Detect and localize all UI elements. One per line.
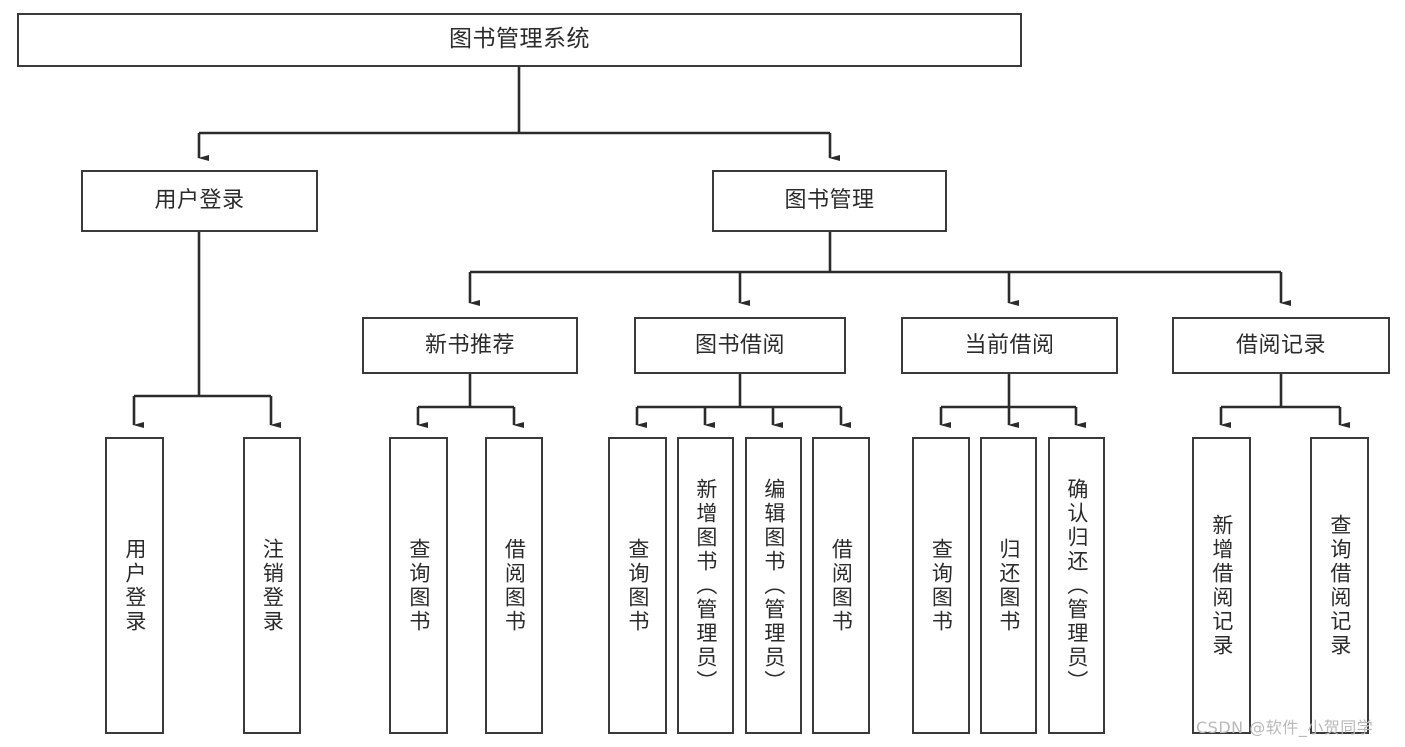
node-leaf-query-book-3[interactable]: 查询图书 — [912, 437, 970, 734]
node-current-borrow-label: 当前借阅 — [964, 332, 1055, 358]
node-new-book-rec-label: 新书推荐 — [424, 332, 515, 358]
node-leaf-user-login-label: 用户登录 — [122, 537, 147, 634]
node-leaf-edit-book-label: 编辑图书（管理员） — [761, 477, 786, 694]
node-leaf-query-book-1[interactable]: 查询图书 — [389, 437, 448, 734]
node-borrow-record[interactable]: 借阅记录 — [1172, 317, 1390, 374]
node-leaf-query-book-1-label: 查询图书 — [406, 537, 431, 634]
node-leaf-query-book-3-label: 查询图书 — [929, 537, 954, 634]
node-root-label: 图书管理系统 — [449, 26, 590, 53]
node-leaf-query-book-2-label: 查询图书 — [625, 537, 650, 634]
node-leaf-query-book-2[interactable]: 查询图书 — [608, 437, 667, 734]
node-leaf-return-book-label: 归还图书 — [996, 537, 1021, 634]
node-leaf-borrow-book-2[interactable]: 借阅图书 — [812, 437, 870, 734]
node-new-book-rec[interactable]: 新书推荐 — [362, 317, 578, 374]
node-leaf-logout-label: 注销登录 — [260, 537, 285, 634]
node-root[interactable]: 图书管理系统 — [17, 13, 1022, 67]
node-leaf-user-login[interactable]: 用户登录 — [105, 437, 164, 734]
node-leaf-add-book[interactable]: 新增图书（管理员） — [677, 437, 734, 734]
node-book-manage-label: 图书管理 — [784, 188, 875, 214]
node-user-login[interactable]: 用户登录 — [81, 170, 318, 232]
node-leaf-return-book[interactable]: 归还图书 — [980, 437, 1037, 734]
node-leaf-add-book-label: 新增图书（管理员） — [693, 477, 718, 694]
node-book-manage[interactable]: 图书管理 — [712, 170, 947, 232]
node-leaf-query-record[interactable]: 查询借阅记录 — [1310, 437, 1369, 734]
node-leaf-borrow-book-1-label: 借阅图书 — [502, 537, 527, 634]
node-leaf-borrow-book-1[interactable]: 借阅图书 — [485, 437, 543, 734]
node-book-borrow-label: 图书借阅 — [694, 332, 785, 358]
node-leaf-query-record-label: 查询借阅记录 — [1327, 513, 1352, 658]
csdn-watermark: CSDN @软件_小贺同学 — [1196, 718, 1374, 737]
node-leaf-confirm-return[interactable]: 确认归还（管理员） — [1048, 437, 1105, 734]
node-leaf-confirm-return-label: 确认归还（管理员） — [1064, 477, 1089, 694]
node-user-login-label: 用户登录 — [154, 188, 245, 214]
node-leaf-borrow-book-2-label: 借阅图书 — [829, 537, 854, 634]
node-leaf-add-record[interactable]: 新增借阅记录 — [1192, 437, 1251, 734]
node-leaf-add-record-label: 新增借阅记录 — [1209, 513, 1234, 658]
node-leaf-edit-book[interactable]: 编辑图书（管理员） — [745, 437, 802, 734]
node-leaf-logout[interactable]: 注销登录 — [243, 437, 301, 734]
node-borrow-record-label: 借阅记录 — [1235, 332, 1326, 358]
node-book-borrow[interactable]: 图书借阅 — [634, 317, 846, 374]
node-current-borrow[interactable]: 当前借阅 — [901, 317, 1118, 374]
